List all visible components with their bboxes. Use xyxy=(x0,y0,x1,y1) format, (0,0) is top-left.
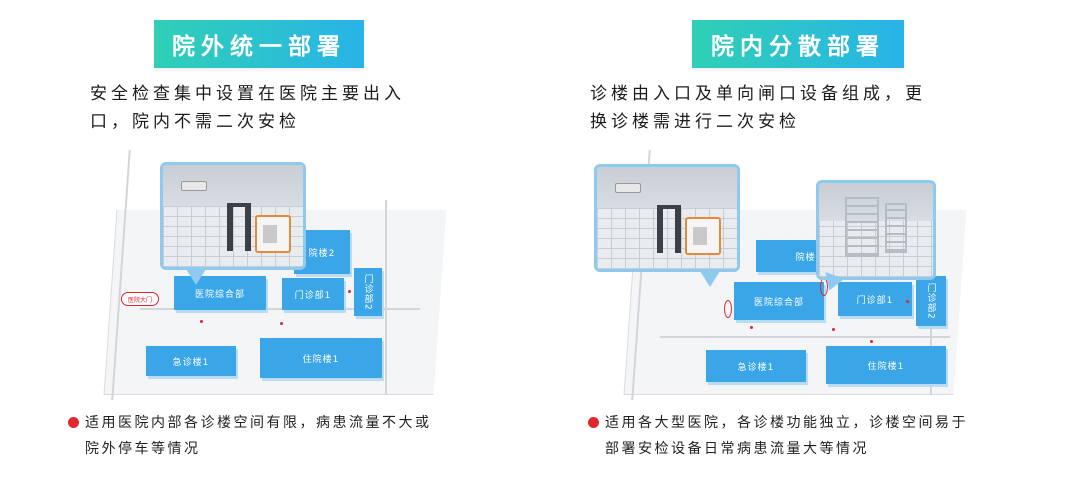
road-line xyxy=(385,200,387,395)
checkpoint-callout xyxy=(160,162,306,270)
hospital-floor-map: 医院综合部 院楼2 门诊部1 门诊部2 急诊楼1 住院楼1 xyxy=(594,150,1020,400)
building-emergency-1: 急诊楼1 xyxy=(146,346,236,376)
entry-gate-marker xyxy=(724,300,732,318)
route-marker xyxy=(280,322,283,325)
route-marker xyxy=(870,340,873,343)
hospital-floor-map: 医院综合部 院楼2 门诊部1 门诊部2 急诊楼1 住院楼1 医院大门 xyxy=(80,150,500,400)
checkpoint-callout xyxy=(594,164,740,272)
callout-pointer xyxy=(700,271,720,287)
camera-icon xyxy=(181,181,207,191)
panel-external-deployment: 院外统一部署 安全检查集中设置在医院主要出入 口，院内不需二次安检 医院综合部 … xyxy=(68,20,500,462)
route-marker xyxy=(750,326,753,329)
camera-icon xyxy=(615,183,641,193)
applicability-note: 适用各大型医院，各诊楼功能独立，诊楼空间易于 部署安检设备日常病患流量大等情况 xyxy=(588,410,1058,462)
xray-scanner-icon xyxy=(255,215,291,253)
building-outpatient-1: 门诊部1 xyxy=(282,278,344,310)
security-gate-icon xyxy=(245,203,251,251)
note-line-2: 院外停车等情况 xyxy=(85,441,201,457)
building-emergency-1: 急诊楼1 xyxy=(706,350,806,382)
security-gate-icon xyxy=(227,205,233,251)
turnstile-callout xyxy=(816,180,936,280)
note-line-2: 部署安检设备日常病患流量大等情况 xyxy=(605,441,869,457)
turnstile-icon xyxy=(845,197,879,257)
description-line-1: 诊楼由入口及单向闸口设备组成，更 xyxy=(590,84,926,104)
building-inpatient-1: 住院楼1 xyxy=(826,346,946,384)
road-line xyxy=(140,308,420,310)
road-line xyxy=(660,336,950,338)
applicability-note: 适用医院内部各诊楼空间有限，病患流量不大或 院外停车等情况 xyxy=(68,410,498,462)
turnstile-icon xyxy=(885,203,907,253)
security-gate-icon xyxy=(657,205,681,209)
building-outpatient-1: 门诊部1 xyxy=(838,282,912,316)
security-gate-icon xyxy=(657,207,663,253)
note-line-1: 适用医院内部各诊楼空间有限，病患流量不大或 xyxy=(85,415,432,431)
panel-description: 安全检查集中设置在医院主要出入 口，院内不需二次安检 xyxy=(90,80,460,136)
route-marker xyxy=(906,300,909,303)
note-line-1: 适用各大型医院，各诊楼功能独立，诊楼空间易于 xyxy=(605,415,968,431)
description-line-1: 安全检查集中设置在医院主要出入 xyxy=(90,84,405,104)
route-marker xyxy=(200,320,203,323)
building-inpatient-1: 住院楼1 xyxy=(260,338,382,378)
panel-description: 诊楼由入口及单向闸口设备组成，更 换诊楼需进行二次安检 xyxy=(590,80,990,136)
bullet-dot-icon xyxy=(68,417,79,428)
panel-internal-deployment: 院内分散部署 诊楼由入口及单向闸口设备组成，更 换诊楼需进行二次安检 医院综合部… xyxy=(540,0,1080,482)
route-marker xyxy=(348,290,351,293)
building-outpatient-2: 门诊部2 xyxy=(354,268,382,316)
security-gate-icon xyxy=(675,205,681,253)
hospital-entrance-marker: 医院大门 xyxy=(121,292,159,306)
route-marker xyxy=(832,328,835,331)
description-line-2: 口，院内不需二次安检 xyxy=(90,112,300,132)
security-gate-icon xyxy=(227,203,251,207)
callout-pointer xyxy=(186,269,206,285)
xray-scanner-icon xyxy=(685,217,721,255)
panel-title: 院外统一部署 xyxy=(154,20,364,68)
building-outpatient-2: 门诊部2 xyxy=(916,276,946,326)
building-general: 医院综合部 xyxy=(734,282,824,320)
panel-title: 院内分散部署 xyxy=(692,20,904,68)
description-line-2: 换诊楼需进行二次安检 xyxy=(590,112,800,132)
bullet-dot-icon xyxy=(588,417,599,428)
